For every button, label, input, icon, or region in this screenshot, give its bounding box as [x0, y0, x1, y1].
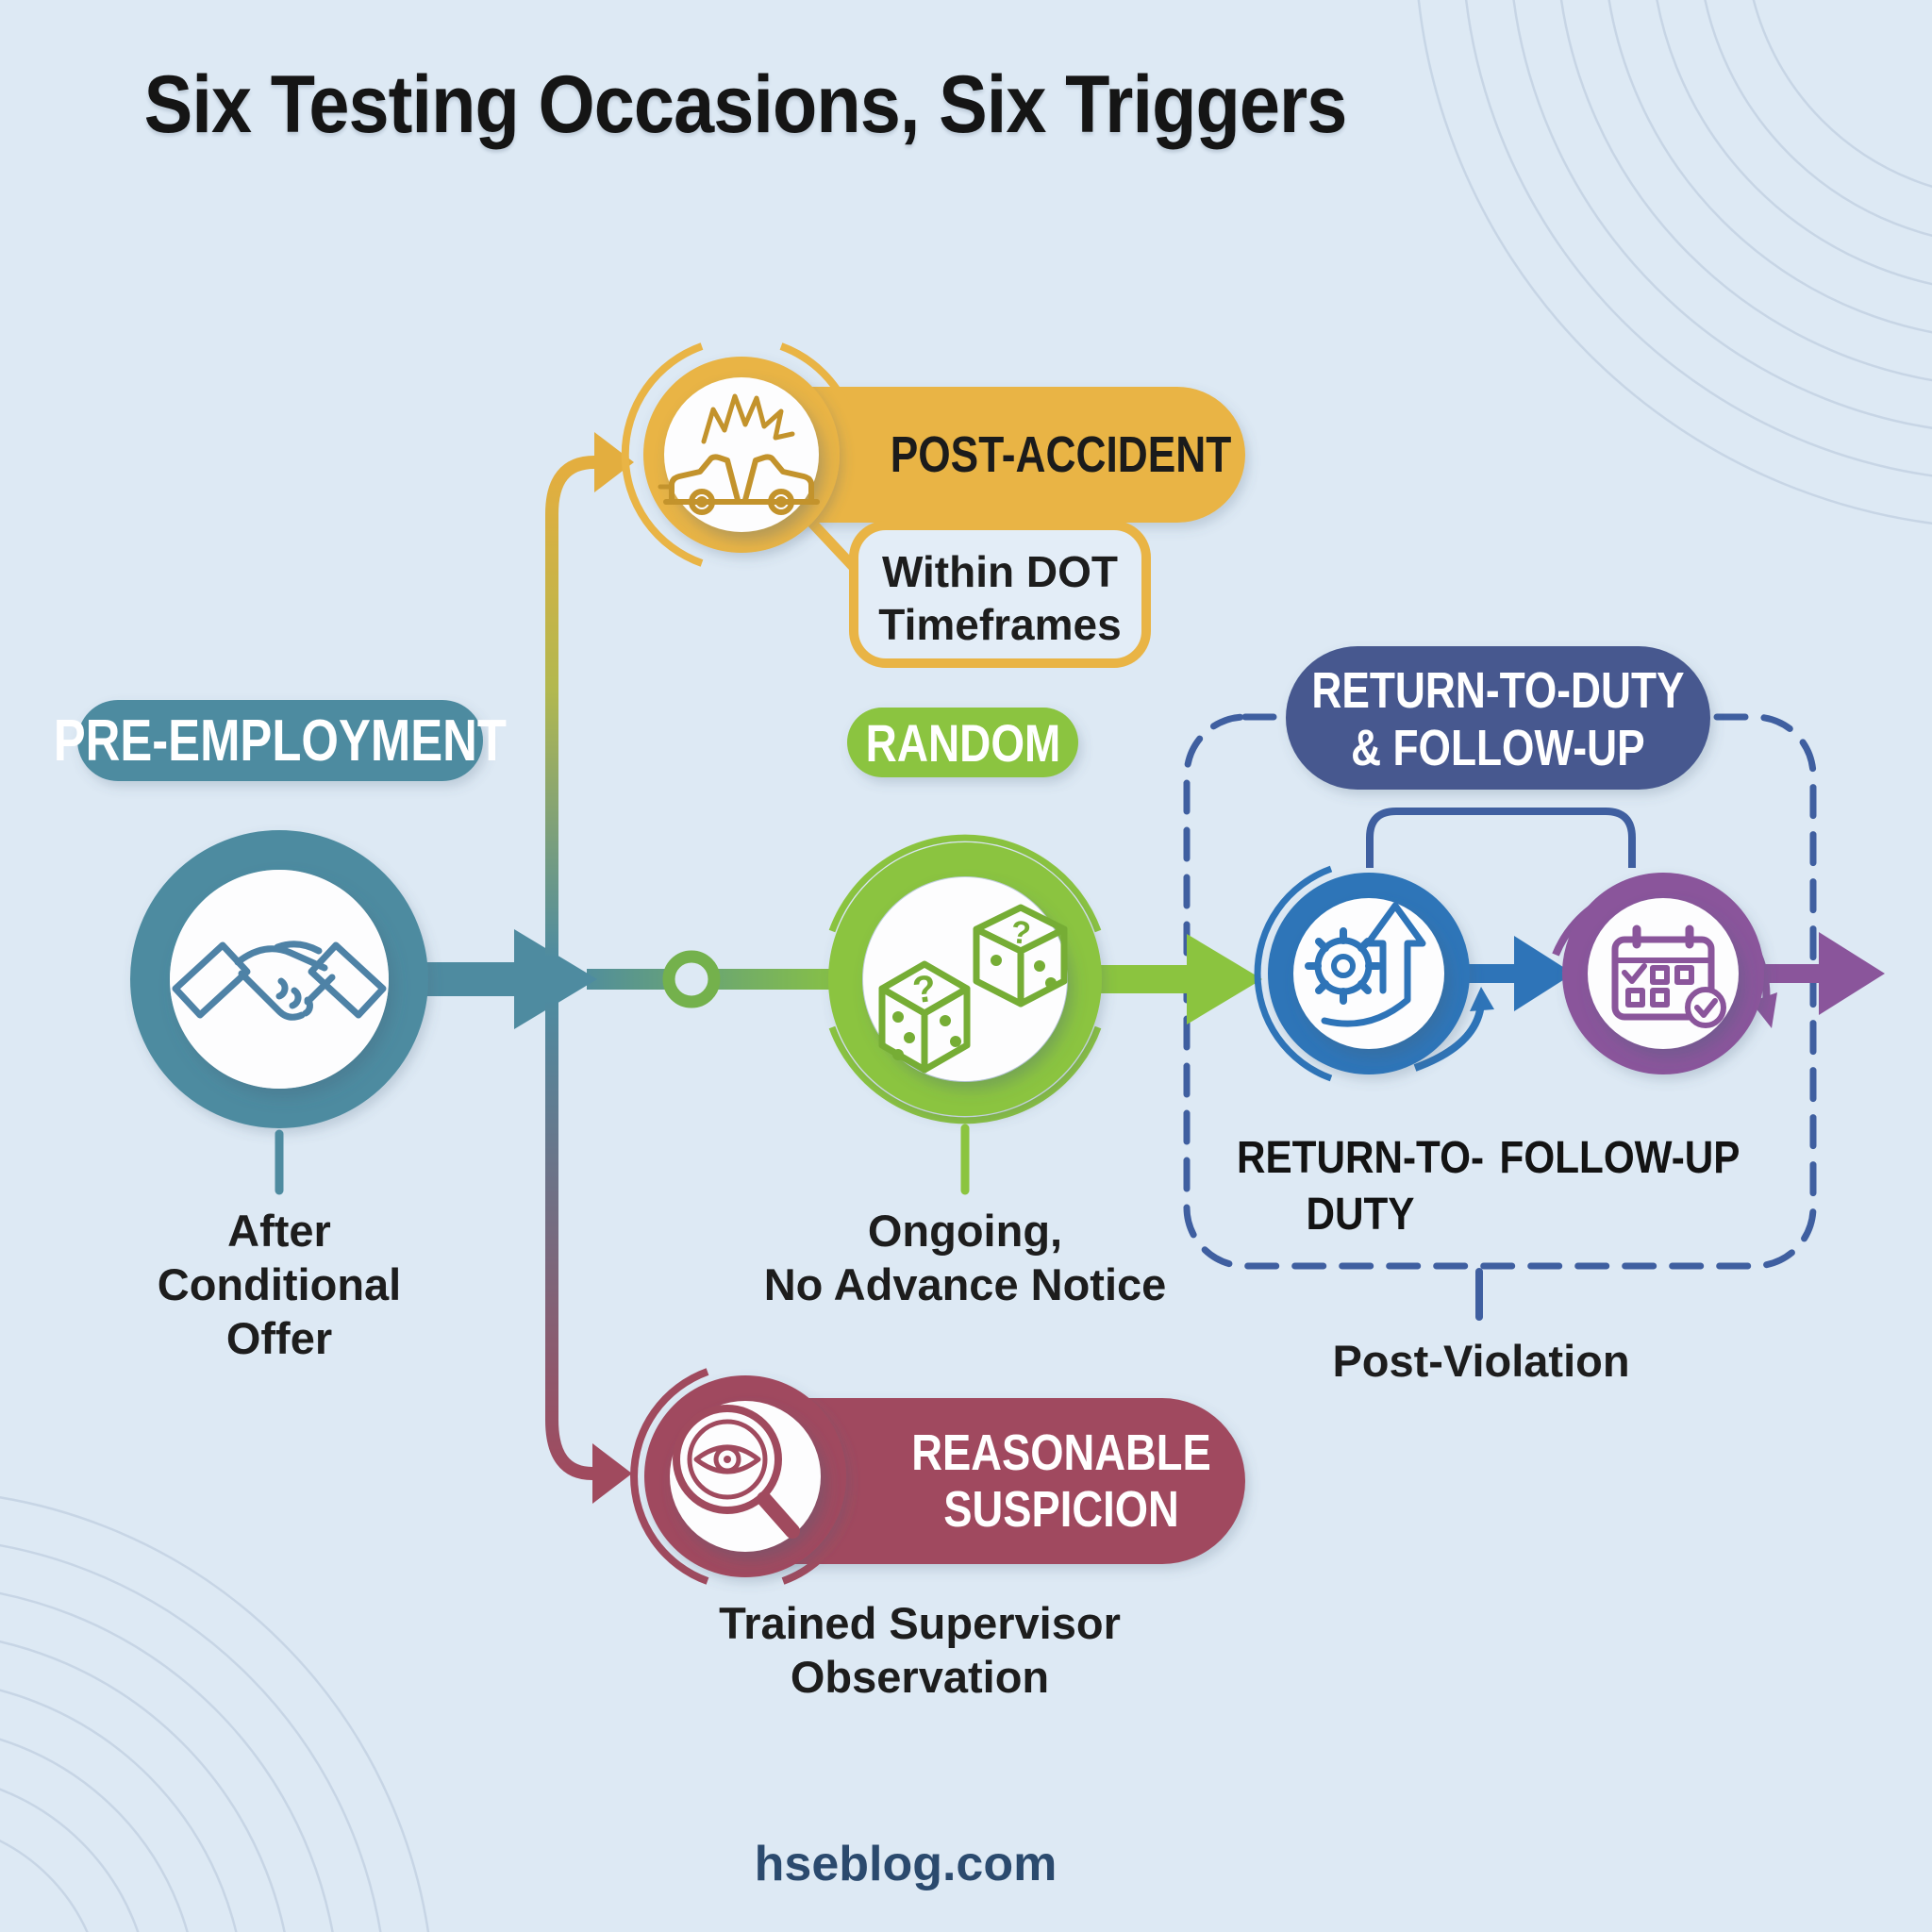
connector-up: [545, 456, 595, 958]
post-accident-node: [621, 342, 854, 567]
post-accident-arrowhead: [594, 432, 634, 492]
return-follow-up-header-pill: [1286, 646, 1710, 790]
dice-question-mark: ?: [1009, 914, 1033, 952]
dice-question-mark: ?: [910, 968, 939, 1012]
junction-ring: [662, 950, 721, 1008]
random-label: RANDOM: [847, 708, 1078, 777]
random-sublabel: Ongoing, No Advance Notice: [764, 1204, 1167, 1311]
dice-icon: [878, 904, 1068, 1074]
return-follow-up-header: RETURN-TO-DUTY & FOLLOW-UP: [1286, 651, 1710, 788]
pre-employment-label: PRE-EMPLOYMENT: [54, 700, 507, 781]
text-line: Within DOT: [882, 547, 1118, 596]
label-text: & FOLLOW-UP: [1351, 719, 1645, 776]
corner-waves-bottom-left: [0, 1496, 429, 1932]
label-text: RETURN-TO-: [1236, 1133, 1485, 1183]
return-to-duty-label: RETURN-TO- DUTY: [1237, 1130, 1484, 1243]
label-text: RANDOM: [865, 712, 1060, 773]
corner-waves-top-right: [1417, 0, 1932, 525]
post-accident-label: POST-ACCIDENT: [891, 389, 1232, 521]
label-text: PRE-EMPLOYMENT: [53, 708, 508, 774]
return-to-duty-arrow: [1460, 936, 1574, 1011]
label-text: REASONABLE: [911, 1424, 1211, 1481]
random-arrow: [1085, 934, 1262, 1024]
follow-up-label: FOLLOW-UP: [1500, 1130, 1740, 1187]
handshake-icon: [172, 941, 387, 1021]
text-line: Observation: [790, 1652, 1050, 1702]
footer-site: hseblog.com: [754, 1837, 1058, 1891]
text-line: Offer: [225, 1313, 333, 1363]
connectors: [396, 432, 1885, 1504]
random-pill: [847, 708, 1078, 777]
page-title: Six Testing Occasions, Six Triggers: [143, 59, 1348, 150]
text-line: Ongoing,: [867, 1206, 1063, 1256]
text-line: After: [227, 1206, 331, 1256]
reasonable-suspicion-label: REASONABLE SUSPICION: [911, 1406, 1211, 1557]
text-line: No Advance Notice: [763, 1259, 1167, 1309]
gear-arrow-icon: [1305, 902, 1426, 1027]
text-line: Conditional: [157, 1259, 402, 1309]
reasonable-suspicion-sublabel: Trained Supervisor Observation: [719, 1596, 1121, 1704]
label-text: RETURN-TO-DUTY: [1311, 662, 1685, 720]
post-accident-note-box: [849, 521, 1151, 668]
calendar-check-icon: [1611, 924, 1726, 1028]
post-violation-sublabel: Post-Violation: [1332, 1334, 1629, 1388]
reasonable-suspicion-node: [630, 1368, 858, 1585]
connector-down: [545, 1000, 593, 1480]
return-to-duty-node: [1254, 865, 1494, 1082]
follow-up-node: [1552, 873, 1777, 1074]
label-text: POST-ACCIDENT: [891, 426, 1232, 483]
pre-employment-sublabel: After Conditional Offer: [158, 1204, 401, 1365]
label-text: SUSPICION: [943, 1481, 1179, 1538]
reasonable-suspicion-arrowhead: [592, 1443, 632, 1504]
post-accident-note: Within DOT Timeframes: [854, 545, 1146, 651]
label-text: DUTY: [1306, 1190, 1415, 1240]
car-crash-icon: [658, 393, 820, 515]
label-text: FOLLOW-UP: [1499, 1133, 1740, 1183]
follow-up-arrow: [1750, 932, 1885, 1015]
text-line: Post-Violation: [1332, 1336, 1630, 1386]
node-bracket: [1366, 808, 1636, 868]
magnifier-eye-icon: [673, 1405, 800, 1539]
connector-horizontal: [587, 969, 860, 990]
text-line: Trained Supervisor: [719, 1598, 1121, 1648]
random-node: ? ?: [828, 834, 1102, 1195]
text-line: Timeframes: [878, 600, 1122, 649]
pre-employment-pill: [77, 700, 483, 781]
pre-employment-node: [130, 830, 428, 1195]
